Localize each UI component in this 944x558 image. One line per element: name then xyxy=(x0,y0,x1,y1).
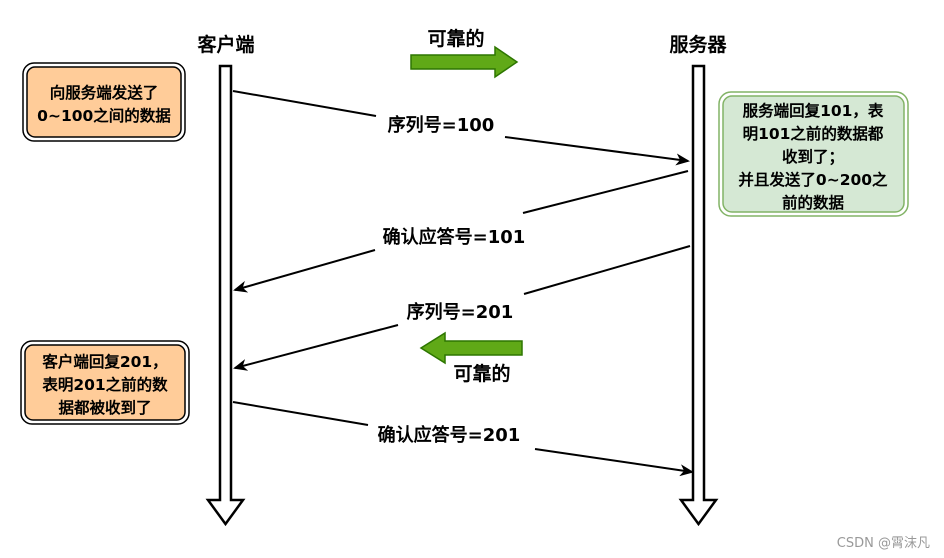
server-note-1: 服务端回复101，表 明101之前的数据都 收到了； 并且发送了0~200之 前… xyxy=(718,91,909,217)
server-note-1-line-4: 并且发送了0~200之 xyxy=(738,170,888,189)
message-line-seq-100-tail xyxy=(504,136,690,166)
reliable-left-arrow-icon xyxy=(419,331,523,365)
reliable-top-label: 可靠的 xyxy=(427,27,484,50)
message-line-seq-100 xyxy=(232,90,377,117)
message-label-ack-101: 确认应答号=101 xyxy=(383,226,526,248)
client-label: 客户端 xyxy=(197,33,254,56)
server-lifeline xyxy=(678,64,719,527)
reliable-bottom-label: 可靠的 xyxy=(453,362,510,385)
watermark: CSDN @霄沫凡 xyxy=(837,536,930,551)
message-line-ack-101-tail xyxy=(233,249,376,293)
client-note-2-line-3: 据都被收到了 xyxy=(58,398,151,417)
server-note-1-line-1: 服务端回复101，表 xyxy=(743,101,884,120)
client-note-1: 向服务端发送了 0~100之间的数据 xyxy=(22,62,186,142)
server-note-1-line-2: 明101之前的数据都 xyxy=(743,124,884,143)
client-note-2-line-1: 客户端回复201， xyxy=(42,352,167,371)
reliable-right-arrow-icon xyxy=(410,45,519,79)
client-note-2: 客户端回复201， 表明201之前的数 据都被收到了 xyxy=(20,340,190,425)
server-note-1-line-3: 收到了； xyxy=(782,147,844,166)
server-note-1-line-5: 前的数据 xyxy=(782,193,845,212)
message-label-seq-201: 序列号=201 xyxy=(407,301,514,323)
message-label-seq-100: 序列号=100 xyxy=(388,114,495,136)
client-lifeline xyxy=(205,64,246,527)
client-note-1-line-1: 向服务端发送了 xyxy=(50,83,159,102)
message-line-seq-201-tail xyxy=(233,324,399,371)
message-label-ack-201: 确认应答号=201 xyxy=(378,424,521,446)
message-line-ack-101 xyxy=(522,170,689,214)
client-note-1-line-2: 0~100之间的数据 xyxy=(37,106,171,125)
message-line-seq-201 xyxy=(523,245,691,295)
message-line-ack-201 xyxy=(232,401,369,426)
message-line-ack-201-tail xyxy=(534,448,694,477)
client-note-2-line-2: 表明201之前的数 xyxy=(41,375,168,394)
server-label: 服务器 xyxy=(669,33,727,56)
